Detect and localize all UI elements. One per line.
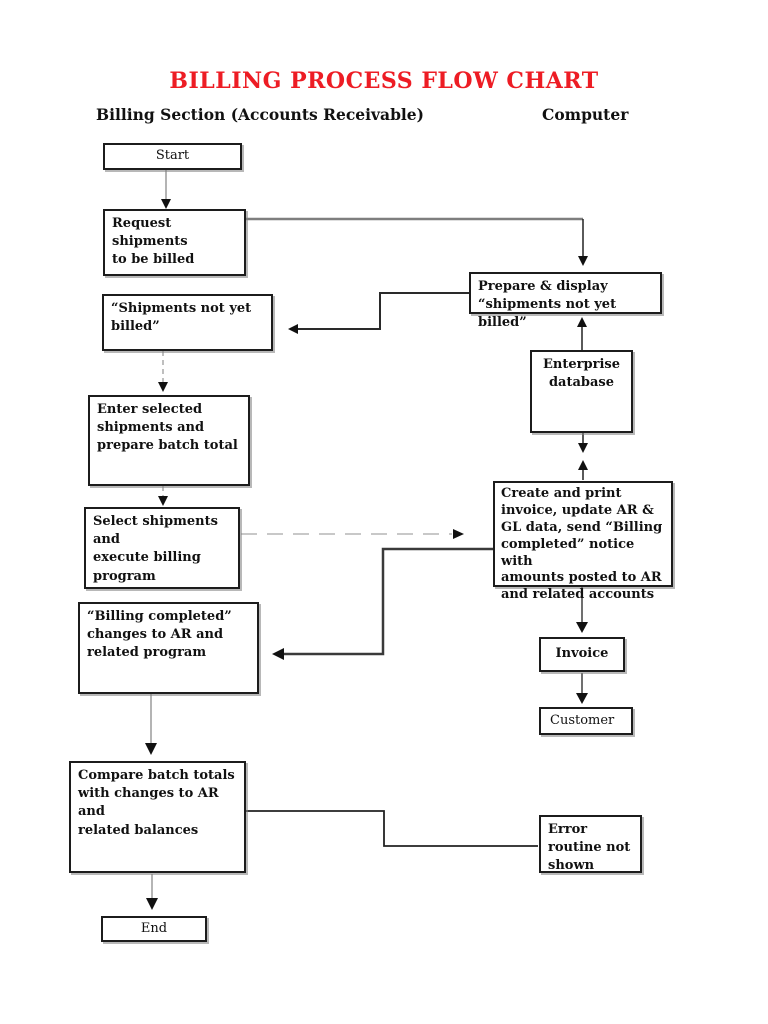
node-prepare-display: Prepare & display “shipments not yet bil… bbox=[469, 272, 662, 330]
node-enter-selected-shipments: Enter selected shipments and prepare bat… bbox=[88, 395, 250, 486]
connector-create-to-invoice bbox=[576, 587, 588, 633]
node-start: Start bbox=[103, 143, 242, 170]
connector-notbilled-to-enter bbox=[158, 351, 168, 392]
node-error-routine: Error routine not shown bbox=[539, 815, 642, 873]
connector-start-to-request bbox=[161, 170, 171, 209]
connector-compare-to-error bbox=[245, 810, 538, 847]
column-header-billing-section: Billing Section (Accounts Receivable) bbox=[96, 105, 424, 124]
connector-create-to-billingcompleted bbox=[272, 547, 493, 660]
node-billing-completed-changes: “Billing completed” changes to AR and re… bbox=[78, 602, 259, 694]
node-compare-batch-totals: Compare batch totals with changes to AR … bbox=[69, 761, 246, 873]
connector-database-to-prepare bbox=[577, 317, 587, 350]
node-end: End bbox=[101, 916, 207, 942]
connector-compare-to-end bbox=[146, 874, 158, 910]
node-customer: Customer bbox=[539, 707, 633, 735]
column-header-computer: Computer bbox=[542, 105, 629, 124]
connector-prepare-to-notbilled bbox=[288, 292, 470, 334]
node-request-shipments: Request shipments to be billed bbox=[103, 209, 246, 276]
node-select-shipments: Select shipments and execute billing pro… bbox=[84, 507, 240, 589]
node-invoice: Invoice bbox=[539, 637, 625, 672]
node-shipments-not-yet-billed: “Shipments not yet billed” bbox=[102, 294, 273, 351]
connector-select-to-create bbox=[241, 529, 464, 539]
connector-invoice-to-customer bbox=[576, 673, 588, 704]
connector-request-to-prepare bbox=[246, 217, 588, 266]
node-create-print-invoice: Create and print invoice, update AR & GL… bbox=[493, 481, 673, 602]
connector-enter-to-select bbox=[158, 486, 168, 506]
connector-database-create-bidirectional bbox=[578, 433, 588, 480]
connector-billingcompleted-to-compare bbox=[145, 694, 157, 755]
page-title: BILLING PROCESS FLOW CHART bbox=[169, 68, 599, 94]
node-enterprise-database: Enterprise database bbox=[530, 350, 633, 433]
